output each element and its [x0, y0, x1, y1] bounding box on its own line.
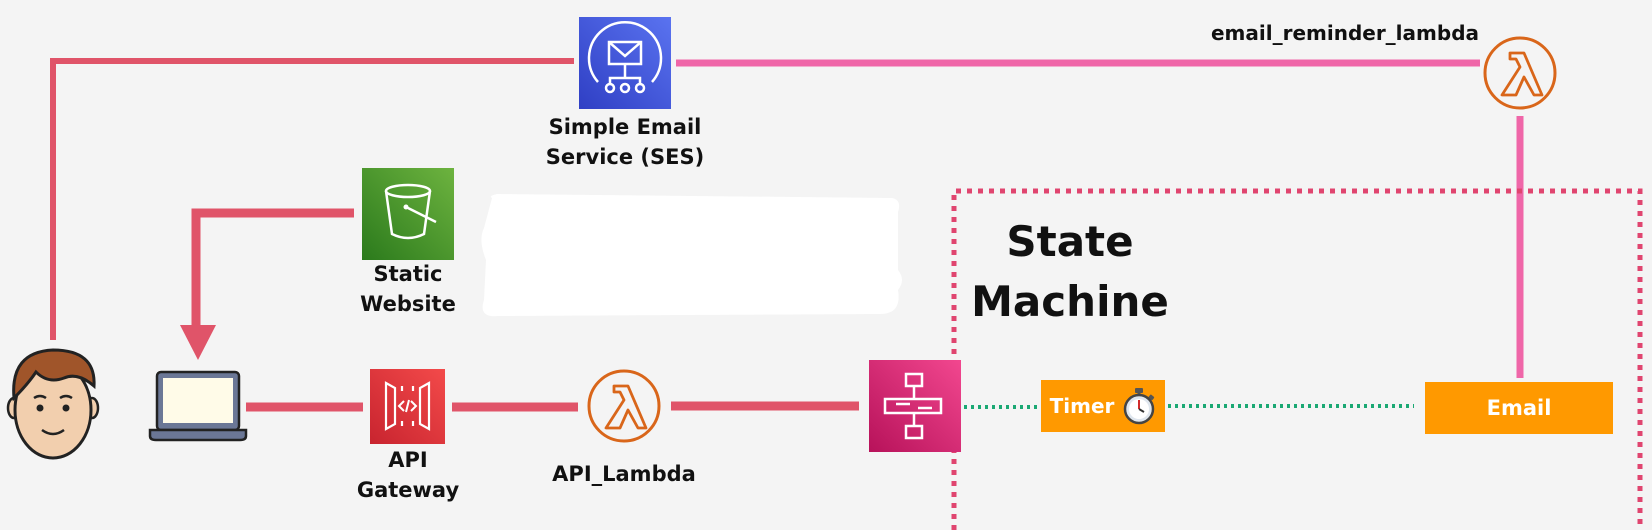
ses-label-line-1: Simple Email: [548, 115, 702, 139]
api-gateway-icon[interactable]: [370, 369, 445, 444]
api-gateway-label: API Gateway: [338, 445, 478, 505]
static-website-label: Static Website: [338, 259, 478, 319]
email-state[interactable]: Email: [1425, 382, 1613, 434]
timer-state[interactable]: Timer: [1041, 380, 1165, 432]
ses-label-line-2: Service (SES): [545, 145, 705, 169]
lambda-icon[interactable]: [587, 369, 661, 443]
step-functions-icon[interactable]: [869, 360, 961, 452]
email-reminder-lambda-label: email_reminder_lambda: [1210, 21, 1480, 45]
static-website-label-line-1: Static: [373, 262, 443, 286]
state-machine-title-line-1: State: [1006, 217, 1134, 266]
state-machine-title: State Machine: [960, 212, 1180, 332]
api-lambda-label: API_Lambda: [552, 462, 696, 486]
connectors: [50, 58, 1524, 412]
ses-label: Simple Email Service (SES): [525, 112, 725, 172]
s3-to-laptop-line: [191, 208, 354, 330]
user-avatar-icon[interactable]: [6, 348, 100, 460]
state-machine-title-line-2: Machine: [971, 277, 1169, 326]
timer-state-label: Timer: [1049, 394, 1115, 418]
email-reminder-lambda-icon[interactable]: [1483, 36, 1557, 110]
api-gateway-label-line-2: Gateway: [356, 478, 460, 502]
stopwatch-icon: [1124, 388, 1155, 425]
laptop-icon[interactable]: [148, 370, 248, 442]
api-gateway-label-line-1: API: [388, 448, 428, 472]
s3-bucket-icon[interactable]: [362, 168, 454, 260]
blank-area: [481, 194, 902, 317]
static-website-label-line-2: Website: [360, 292, 456, 316]
user-to-ses-line: [50, 58, 574, 340]
s3-to-laptop-arrowhead: [180, 325, 216, 360]
ses-email-icon[interactable]: [579, 17, 671, 109]
